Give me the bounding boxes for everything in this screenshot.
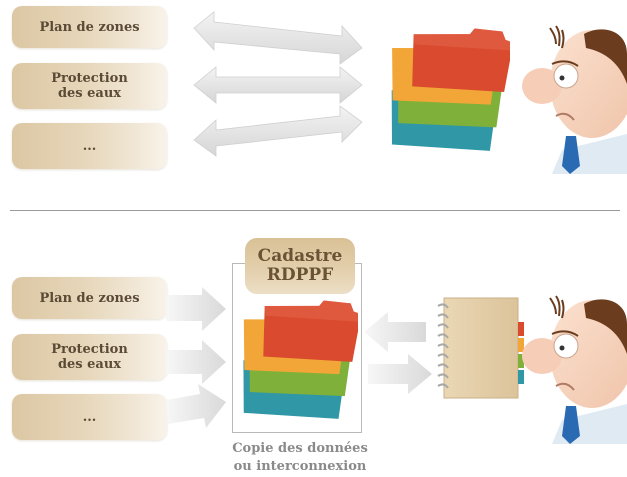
double-arrow-icon — [193, 11, 363, 65]
arrow-left-icon — [364, 312, 426, 352]
layer-pill-label: des eaux — [57, 86, 122, 101]
double-arrow-icon — [193, 105, 363, 157]
layer-pill-other: ... — [12, 123, 167, 169]
cadastre-title: Cadastre RDPPF — [245, 238, 355, 294]
double-arrow-icon — [193, 66, 363, 104]
layer-pill-label: Protection — [51, 71, 128, 86]
arrow-right-icon — [166, 340, 226, 384]
layer-pill-plan-de-zones: Plan de zones — [12, 277, 167, 319]
layer-pill-label: ... — [82, 409, 97, 425]
layer-pill-protection-des-eaux: Protection des eaux — [12, 334, 167, 380]
section-divider — [10, 210, 620, 211]
layer-pill-plan-de-zones: Plan de zones — [12, 6, 167, 48]
layer-pill-label: Plan de zones — [39, 290, 140, 306]
stacked-folders-icon — [243, 300, 358, 419]
user-avatar-icon — [522, 295, 627, 444]
arrow-right-icon — [166, 287, 226, 331]
cadastre-caption: Copie des données ou interconnexion — [200, 440, 400, 476]
notebook-icon — [437, 297, 524, 399]
layer-pill-label: Protection — [51, 342, 128, 357]
layer-pill-other: ... — [12, 394, 167, 440]
cadastre-title-line: Cadastre — [257, 246, 343, 266]
cadastre-title-line: RDPPF — [266, 265, 334, 285]
layer-pill-label: Plan de zones — [39, 19, 140, 35]
layer-pill-label: des eaux — [57, 357, 122, 372]
arrow-right-icon — [166, 384, 226, 428]
layer-pill-label: ... — [82, 138, 97, 154]
stacked-folders-icon — [391, 28, 510, 151]
user-avatar-icon — [522, 25, 627, 174]
arrow-right-icon — [368, 354, 432, 394]
caption-line: Copie des données — [232, 441, 368, 456]
layer-pill-protection-des-eaux: Protection des eaux — [12, 63, 167, 109]
caption-line: ou interconnexion — [233, 459, 367, 474]
